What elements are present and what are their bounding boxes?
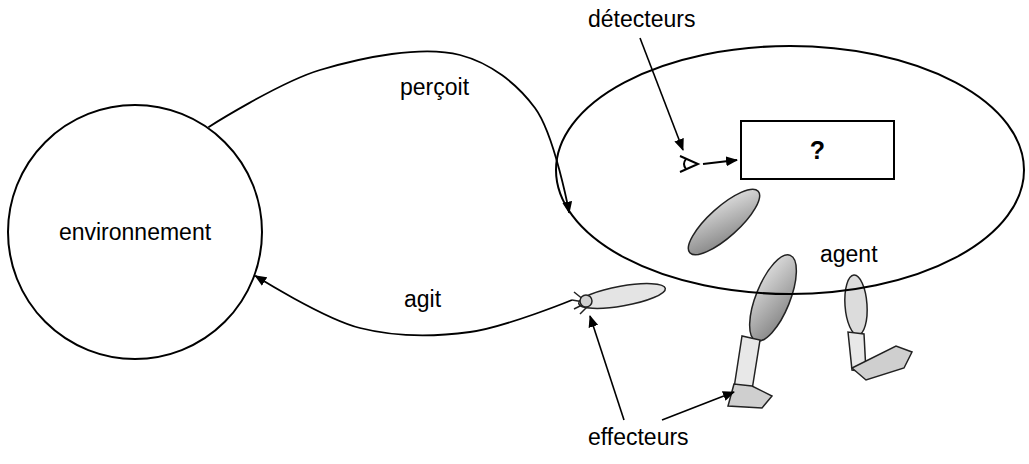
flow-arrow bbox=[208, 51, 569, 212]
arm bbox=[572, 180, 768, 314]
node-label: ? bbox=[810, 136, 825, 165]
decision-box: ? bbox=[740, 120, 895, 180]
edge-label: agit bbox=[402, 286, 443, 312]
callout-label: détecteurs bbox=[586, 6, 697, 32]
leader-arrow bbox=[590, 38, 734, 420]
agent-ellipse: ? agent bbox=[555, 45, 1025, 295]
callout-label: effecteurs bbox=[586, 424, 691, 450]
node-label: environnement bbox=[59, 219, 211, 245]
node-label: agent bbox=[820, 241, 878, 267]
flow-arrow bbox=[255, 276, 572, 335]
environment-circle: environnement bbox=[7, 104, 263, 360]
eye-symbol bbox=[680, 156, 737, 172]
edge-label: perçoit bbox=[398, 74, 471, 100]
front-leg bbox=[728, 249, 806, 408]
